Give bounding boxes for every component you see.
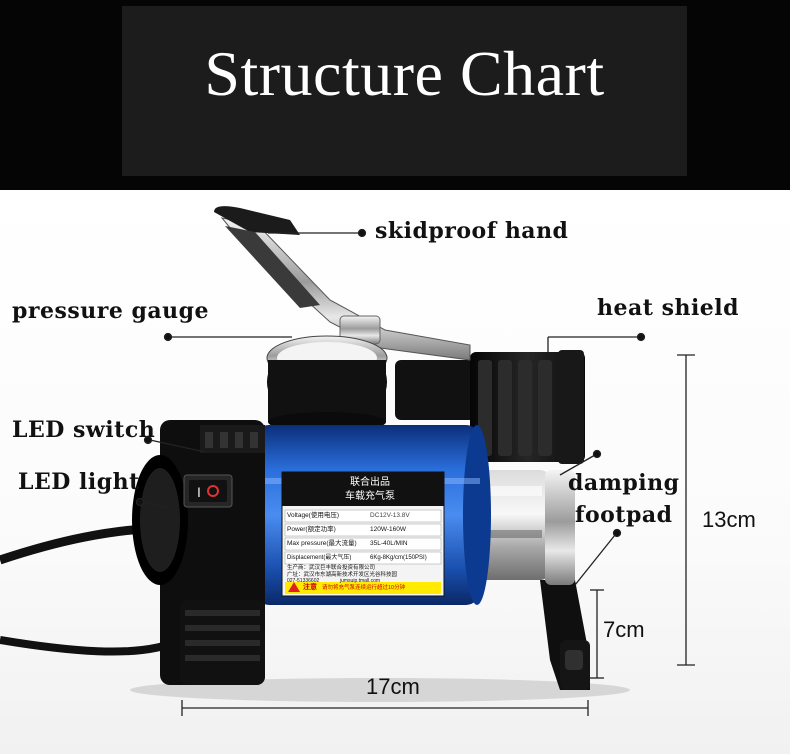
nameplate-web: jumsuip.tmall.com (340, 578, 381, 584)
label-skidproof-hand: skidproof hand (375, 218, 569, 244)
nameplate (281, 471, 445, 597)
dimension-lines (181, 354, 695, 716)
led-switch-control: I (183, 474, 233, 508)
nameplate-row-3-key: Displacement(最大气压) (287, 555, 352, 561)
label-led-light: LED light (18, 469, 140, 495)
pressure-gauge (266, 335, 388, 432)
nameplate-row-2-key: Max pressure(最大流量) (287, 540, 357, 547)
dimension-foot-height: 7cm (603, 617, 645, 642)
heat-shield-block (395, 350, 585, 464)
nameplate-row-0-key: Voltage(使用电压) (287, 512, 340, 519)
nameplate-warning-text: 请勿将充气泵连续运行超过10分钟 (322, 585, 406, 591)
dimension-length: 17cm (366, 674, 420, 699)
label-footpad: footpad (575, 502, 673, 528)
nameplate-product: 车载充气泵 (345, 491, 395, 502)
label-led-switch: LED switch (12, 417, 156, 443)
leader-lines (135, 228, 646, 586)
nameplate-row-1-key: Power(额定功率) (287, 526, 336, 533)
nameplate-brand: 联合出品 (350, 477, 390, 488)
power-cable-lower (0, 636, 182, 656)
nameplate-maker: 生产商：武汉巨丰联合投资有限公司 (287, 565, 376, 571)
page-title: Structure Chart (204, 38, 605, 109)
nameplate-row-1-value: 120W-160W (370, 526, 407, 533)
nameplate-row-0-value: DC12V-13.8V (370, 512, 410, 519)
nameplate-row-3-value: 6Kg-8Kg/cm(150PSI) (370, 555, 427, 561)
title-box: Structure Chart (122, 6, 687, 176)
dimension-height: 13cm (702, 507, 756, 532)
label-heat-shield: heat shield (597, 295, 740, 321)
nameplate-warning-title: 注意 (303, 584, 317, 591)
label-pressure-gauge: pressure gauge (12, 298, 209, 324)
nameplate-address: 广址：武汉市东湖高新技术开发区光谷科技园 (287, 572, 398, 578)
nameplate-phone: 027-51336602 (287, 578, 320, 584)
footpad-bracket (540, 470, 590, 690)
label-damping: damping (568, 470, 680, 496)
nameplate-row-2-value: 35L-40L/MIN (370, 540, 408, 547)
skidproof-handle (214, 206, 471, 361)
svg-text:I: I (197, 484, 201, 500)
header-band: Structure Chart (0, 0, 790, 190)
